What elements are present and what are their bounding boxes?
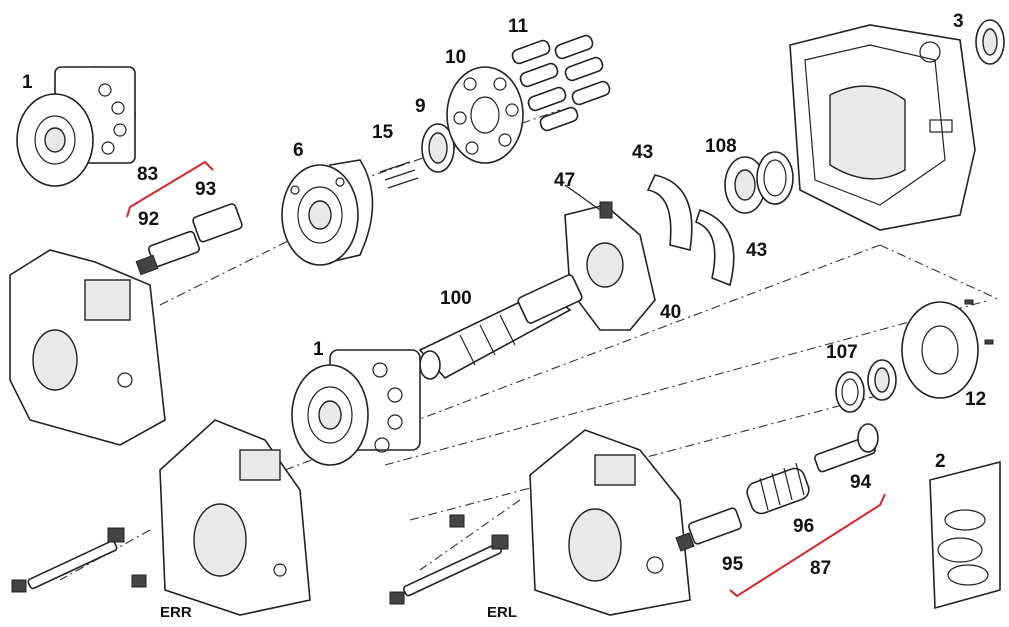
swashplate xyxy=(564,184,656,331)
adjust-screw-err xyxy=(11,527,147,593)
label-43-top: 43 xyxy=(632,142,653,163)
variant-label-erl: ERL xyxy=(487,604,517,621)
tapered-bearing-large xyxy=(724,151,794,214)
label-43-bottom: 43 xyxy=(746,240,767,261)
housing-erl xyxy=(529,429,691,616)
control-piston xyxy=(135,230,200,276)
adjust-screw-erl xyxy=(389,514,509,605)
spring-piston xyxy=(814,423,879,473)
label-1-top: 1 xyxy=(22,72,33,93)
variant-label-err: ERR xyxy=(160,604,192,621)
label-96: 96 xyxy=(793,516,814,537)
tapered-bearing-small xyxy=(835,359,897,413)
needle-bearing xyxy=(421,123,455,173)
control-spring xyxy=(746,462,810,515)
label-11: 11 xyxy=(508,16,529,37)
label-107: 107 xyxy=(826,342,858,363)
label-93: 93 xyxy=(195,179,216,200)
label-108: 108 xyxy=(705,136,737,157)
cylinder-block-middle xyxy=(291,349,421,466)
label-15: 15 xyxy=(372,122,394,143)
label-100: 100 xyxy=(440,288,472,309)
control-sleeve xyxy=(192,203,243,243)
label-92: 92 xyxy=(138,209,159,230)
housing-err xyxy=(159,419,311,616)
group-bracket-83 xyxy=(126,160,214,218)
seal-kit-bag xyxy=(929,460,1001,610)
valve-plate xyxy=(901,299,994,399)
cylinder-barrel xyxy=(281,159,374,266)
label-47: 47 xyxy=(554,170,575,191)
label-95: 95 xyxy=(722,554,744,575)
label-83: 83 xyxy=(137,164,158,185)
pins xyxy=(379,161,419,189)
callout-labels: 1 83 93 92 6 15 9 10 11 3 47 43 108 43 1… xyxy=(22,11,986,621)
label-40: 40 xyxy=(660,302,681,323)
label-3: 3 xyxy=(953,11,964,32)
retainer-plate xyxy=(446,66,524,164)
label-94: 94 xyxy=(850,472,872,493)
label-9: 9 xyxy=(415,96,426,117)
cylinder-block-top xyxy=(16,66,136,187)
swashplate-bearings xyxy=(646,174,735,287)
label-2: 2 xyxy=(935,451,946,472)
control-housing-upper xyxy=(9,249,166,446)
group-bracket-87 xyxy=(729,493,886,598)
drive-shaft xyxy=(418,274,583,380)
shaft-seal xyxy=(975,19,1005,65)
label-87: 87 xyxy=(810,558,831,579)
piston-set xyxy=(511,34,611,132)
spring-guide xyxy=(675,507,742,552)
label-1-mid: 1 xyxy=(313,339,324,360)
pump-housing xyxy=(789,24,976,231)
label-6: 6 xyxy=(293,140,304,161)
label-12: 12 xyxy=(965,389,986,410)
label-10: 10 xyxy=(445,47,466,68)
